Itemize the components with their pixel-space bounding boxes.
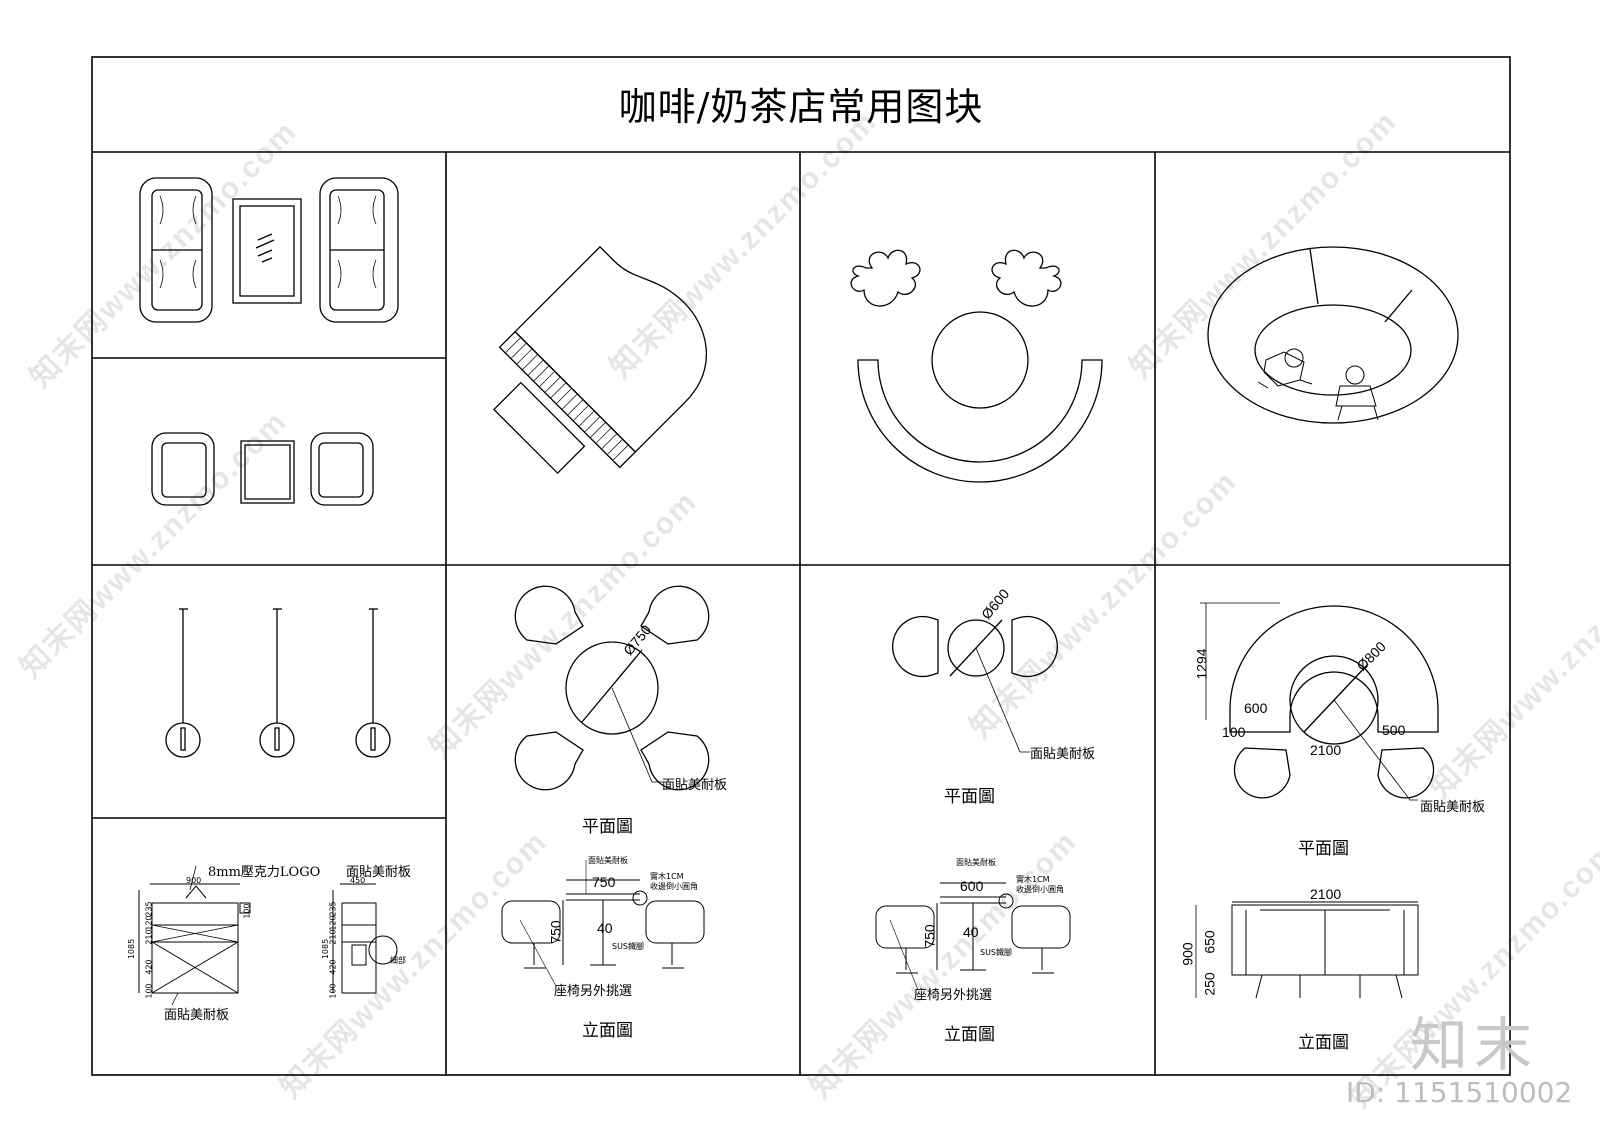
dim-2100-plan: 2100: [1310, 742, 1342, 758]
dim-counter-210-a: 210: [144, 929, 154, 945]
dim-counter-120-b: 120: [328, 915, 338, 931]
dim-height-750-1: 750: [547, 920, 564, 944]
table-elevation-600: [875, 882, 1071, 991]
dim-counter-120-a: 120: [144, 915, 154, 931]
dim-2100-elev: 2100: [1310, 886, 1342, 902]
plan-label-2: 平面圖: [944, 787, 995, 807]
plan-label-3: 平面圖: [1298, 839, 1349, 859]
laminate-note-1: 面貼美耐板: [662, 778, 728, 793]
booth-elevation-2100: [1195, 901, 1419, 999]
brand-logo: 知末: [1410, 1011, 1539, 1079]
chair-note-2: 座椅另外挑選: [914, 988, 993, 1003]
acrylic-logo-note: 8mm壓克力LOGO: [208, 865, 321, 880]
grand-piano-block: [493, 245, 707, 475]
laminate-tiny-1: 面貼美耐板: [588, 856, 628, 865]
wood-note-2a: 實木1CM: [1016, 875, 1050, 884]
dim-counter-420-a: 420: [144, 959, 154, 975]
two-chair-table-plan: [892, 615, 1058, 753]
dim-counter-100-b: 100: [328, 983, 338, 999]
page-title: 咖啡/奶茶店常用图块: [618, 84, 984, 129]
laminate-note-3: 面貼美耐板: [1420, 800, 1486, 815]
semicircle-booth-plan: [1200, 602, 1439, 801]
oval-booth-block: [1207, 246, 1459, 424]
dim-counter-210-b: 210: [328, 929, 338, 945]
laminate-note-5: 面貼美耐板: [346, 865, 412, 880]
chair-note-1: 座椅另外挑選: [554, 984, 633, 999]
laminate-note-2: 面貼美耐板: [1030, 747, 1096, 762]
pendant-lamps-block: [165, 608, 391, 758]
dim-500-booth: 500: [1382, 722, 1406, 738]
counter-elevation-block: [138, 865, 398, 1006]
wood-note-2b: 收邊倒小圓角: [1016, 885, 1064, 894]
elevation-label-1: 立面圖: [582, 1021, 633, 1041]
dim-1294: 1294: [1193, 648, 1210, 680]
detail-note: 細部: [390, 956, 406, 965]
elevation-label-3: 立面圖: [1298, 1033, 1349, 1053]
dim-900-elev: 900: [1179, 942, 1196, 966]
sus-leg-1: SUS鐵腳: [612, 942, 645, 951]
dim-counter-900: 900: [186, 876, 202, 885]
dim-100-booth: 100: [1222, 724, 1246, 740]
four-chair-table-plan: [514, 585, 710, 791]
arc-sofa-table-block: [850, 249, 1103, 483]
dim-250-elev: 250: [1201, 972, 1218, 996]
dim-counter-450: 450: [350, 876, 366, 885]
dim-counter-420-b: 420: [328, 959, 338, 975]
wood-note-1b: 收邊倒小圓角: [650, 882, 698, 891]
laminate-tiny-2: 面貼美耐板: [956, 858, 996, 867]
laminate-note-4: 面貼美耐板: [164, 1008, 230, 1023]
dim-counter-100-a: 100: [144, 983, 154, 999]
outer-frame: [91, 56, 1511, 1076]
table-elevation-750: [501, 860, 705, 987]
wood-note-1a: 實木1CM: [650, 872, 684, 881]
dim-width-750: 750: [592, 874, 616, 890]
dim-width-600: 600: [960, 878, 984, 894]
dim-600-booth: 600: [1244, 700, 1268, 716]
dim-counter-235-b: 235: [328, 901, 338, 917]
dim-counter-1085-a: 1085: [127, 938, 137, 960]
sofa-set-block: [139, 177, 399, 323]
dim-counter-100-c: 100: [242, 903, 252, 919]
dim-thick-40-2: 40: [963, 924, 979, 940]
dim-650-elev: 650: [1201, 930, 1218, 954]
armchair-set-block: [151, 432, 374, 506]
plan-label-1: 平面圖: [582, 817, 633, 837]
dim-counter-235-a: 235: [144, 901, 154, 917]
image-id: ID: 1151510002: [1346, 1076, 1573, 1109]
elevation-label-2: 立面圖: [944, 1025, 995, 1045]
sus-leg-2: SUS鐵腳: [980, 948, 1013, 957]
dim-thick-40-1: 40: [597, 920, 613, 936]
